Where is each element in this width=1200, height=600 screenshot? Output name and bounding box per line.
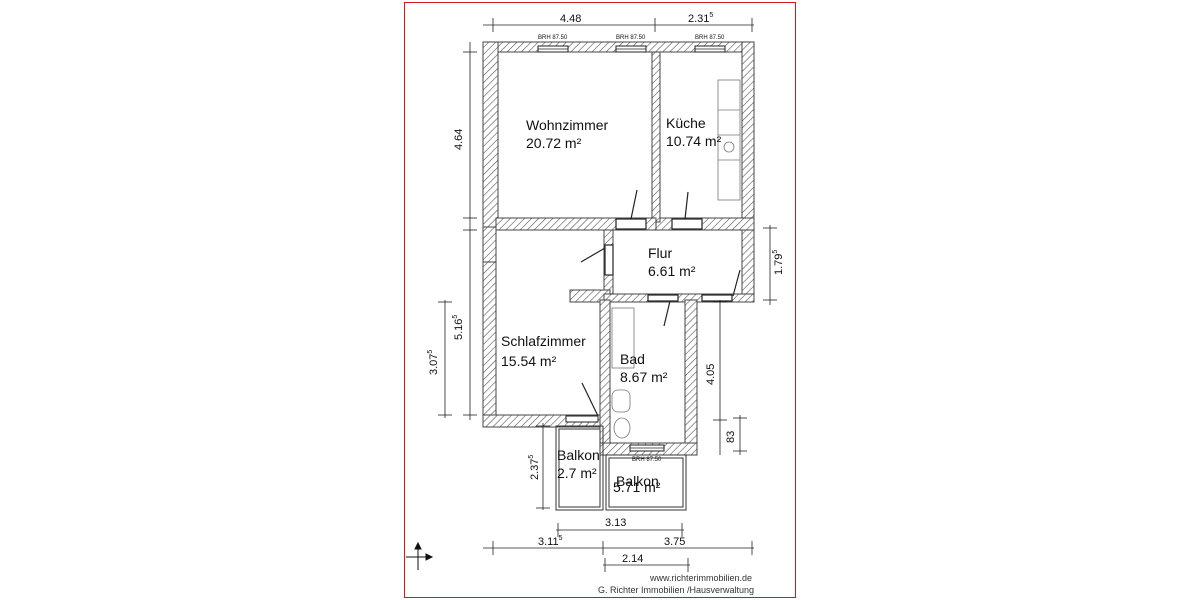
room-bad-name: Bad [620, 351, 645, 367]
dimension-lines [438, 18, 777, 572]
window-label-2: BRH 87.50 [616, 35, 646, 41]
dim-bottom-inner: 2.14 [622, 553, 643, 565]
room-schlafzimmer-area: 15.54 m² [501, 353, 557, 369]
floor-plan-frame [404, 2, 796, 598]
dim-top-right: 2.315 [688, 12, 713, 25]
dim-left-upper: 4.64 [453, 129, 465, 150]
dim-left-lower: 3.075 [427, 350, 440, 375]
dim-bottom-balkon: 3.13 [605, 517, 626, 529]
dim-right-flur: 1.795 [772, 250, 785, 275]
room-wohnzimmer-name: Wohnzimmer [526, 117, 609, 133]
room-kueche-name: Küche [666, 115, 706, 131]
balconies [555, 425, 687, 511]
room-flur-name: Flur [648, 245, 672, 261]
room-wohnzimmer-area: 20.72 m² [526, 135, 582, 151]
room-flur-area: 6.61 m² [648, 263, 696, 279]
footer-website: www.richterimmobilien.de [649, 573, 752, 583]
kitchen-counter [717, 79, 741, 201]
room-balkon-left-name: Balkon [557, 447, 600, 463]
dim-bottom-right: 3.75 [664, 536, 685, 548]
room-balkon-left-area: 2.7 m² [557, 465, 597, 481]
window-label-4: BRH 87.50 [632, 457, 662, 463]
dim-bottom-left: 3.115 [538, 535, 563, 548]
walls [482, 41, 755, 456]
room-balkon-right-name: Balkon [616, 473, 659, 489]
doors [580, 189, 741, 417]
dim-left-middle: 5.165 [452, 315, 465, 340]
dim-top-left: 4.48 [560, 13, 581, 25]
dim-balkon-left: 2.375 [528, 455, 541, 480]
window-label-3: BRH 87.50 [695, 35, 725, 41]
compass-arrows-icon [406, 541, 434, 570]
window-label-1: BRH 87.50 [538, 35, 568, 41]
footer-company: G. Richter Immobilien /Hausverwaltung [598, 585, 754, 595]
room-balkon-right-area: 5.71 m² [613, 479, 661, 495]
dim-right-bad: 4.05 [705, 364, 717, 385]
windows [537, 45, 726, 452]
dim-right-small: 83 [725, 431, 737, 443]
bath-fixtures [611, 307, 635, 439]
room-bad-area: 8.67 m² [620, 369, 668, 385]
room-kueche-area: 10.74 m² [666, 133, 722, 149]
room-schlafzimmer-name: Schlafzimmer [501, 333, 586, 349]
